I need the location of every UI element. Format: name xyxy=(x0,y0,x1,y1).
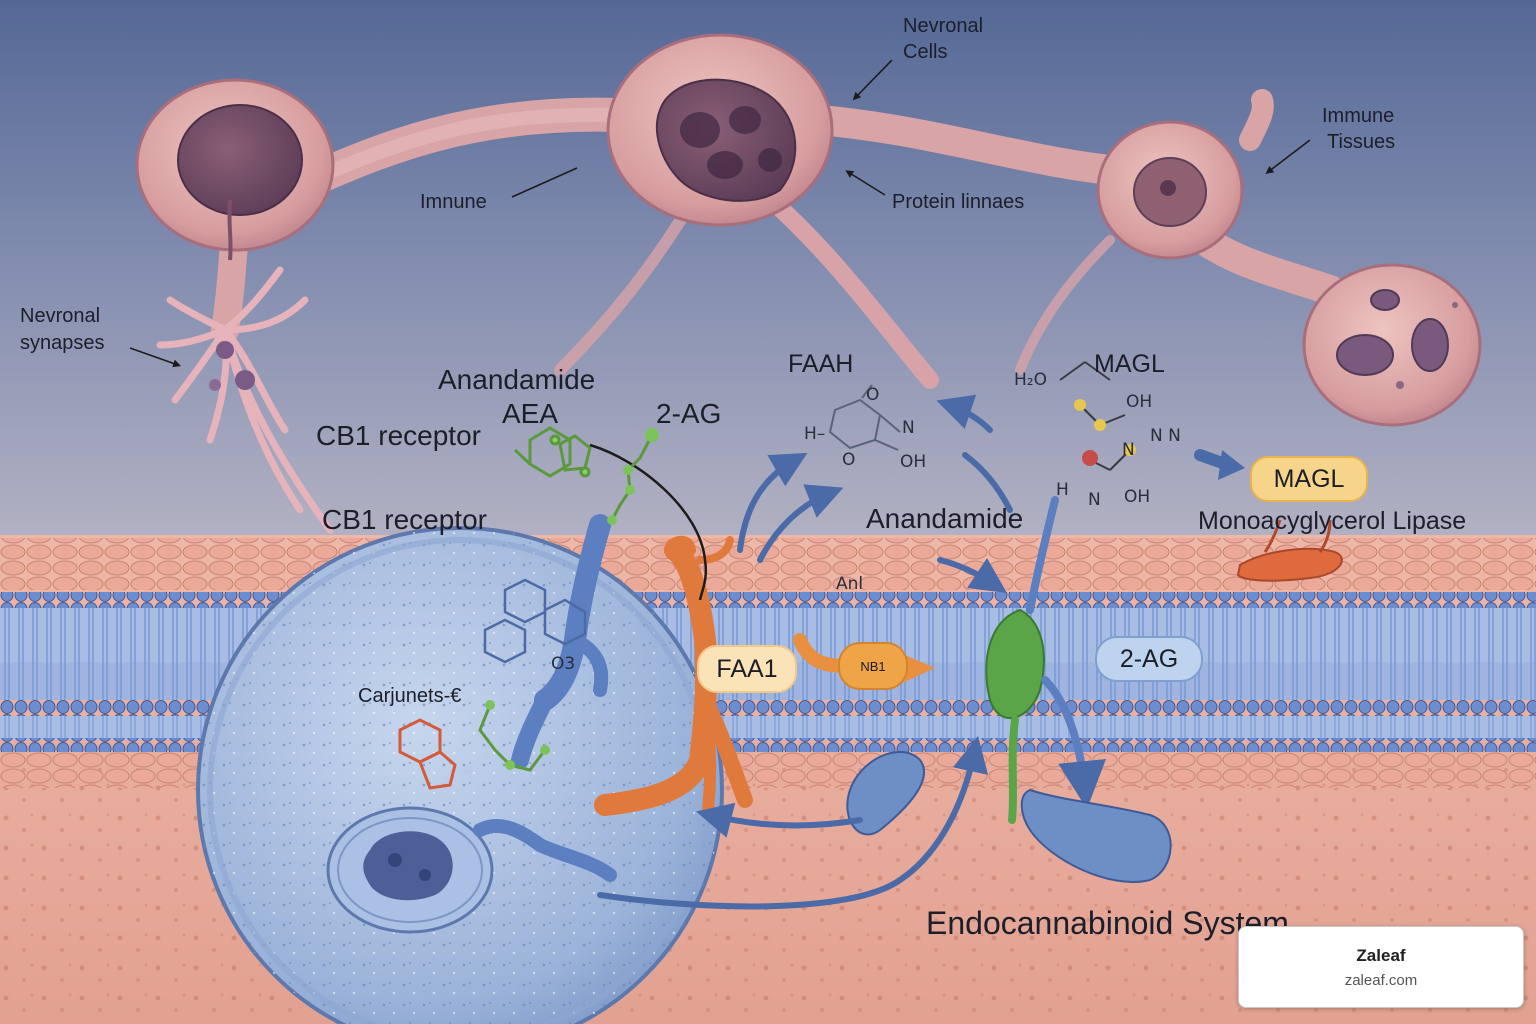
watermark-badge: Zaleaf zaleaf.com xyxy=(1238,926,1524,1008)
label-immune-tissues-line2: Tissues xyxy=(1327,131,1396,153)
chem-faah-o-bottom: O xyxy=(842,450,856,470)
label-anandamide: Anandamide xyxy=(438,364,596,395)
faa1-protein xyxy=(594,535,753,816)
chem-faah-h: H– xyxy=(804,424,826,444)
green-channel-protein xyxy=(985,496,1107,824)
ligand-molecules xyxy=(483,578,587,664)
chem-faah-o-top: O xyxy=(866,385,880,405)
two-ag-molecule xyxy=(607,428,659,525)
label-immune: Imnune xyxy=(420,191,487,213)
chem-magl-n2: N xyxy=(1088,490,1101,510)
red-molecule xyxy=(398,718,457,790)
vesicle-shapes xyxy=(473,750,1172,883)
watermark-url: zaleaf.com xyxy=(1344,971,1418,989)
label-endocannabinoid-system: Endocannabinoid System xyxy=(926,905,1289,941)
neuron-cell-right xyxy=(1096,120,1244,260)
magl-enzyme xyxy=(1236,519,1343,582)
neuron-cell-left xyxy=(135,78,335,261)
chem-magl-nn: N N xyxy=(1150,426,1181,446)
leader-lines xyxy=(129,59,1311,368)
chem-o3: O3 xyxy=(551,654,576,674)
label-immune-tissues-line1: Immune xyxy=(1322,105,1395,127)
label-two-ag-top: 2-AG xyxy=(656,398,722,429)
chem-magl-h2o: H₂O xyxy=(1014,370,1047,390)
label-neuronal-synapses-line2: synapses xyxy=(20,332,105,354)
magl-arrowhead xyxy=(1218,450,1245,480)
neuron-cell-center xyxy=(606,33,834,227)
pill-two-ag: 2-AG xyxy=(1095,636,1203,682)
label-magl-top: MAGL xyxy=(1094,350,1165,378)
pill-magl: MAGL xyxy=(1250,456,1368,502)
chem-magl-oh-top: OH xyxy=(1126,392,1153,412)
chem-magl-h: H xyxy=(1056,480,1069,500)
faah-molecule xyxy=(828,384,901,451)
blue-cell xyxy=(196,526,724,1024)
label-aea: AEA xyxy=(502,398,559,429)
label-neuronal-cells-line1: Nevronal xyxy=(903,15,984,37)
label-neuronal-synapses-line1: Nevronal xyxy=(20,305,101,327)
watermark-title: Zaleaf xyxy=(1356,945,1406,965)
label-cb1-receptor-lower: CB1 receptor xyxy=(322,504,487,535)
chem-magl-n: N xyxy=(1122,440,1135,460)
chem-anl: Anl xyxy=(836,574,864,594)
pill-nb1: NB1 xyxy=(838,642,908,690)
immune-cell xyxy=(1302,263,1482,427)
green-small-molecule xyxy=(463,700,550,775)
pill-faa1: FAA1 xyxy=(697,645,797,693)
chem-magl-oh-bottom: OH xyxy=(1124,487,1151,507)
flow-arrows xyxy=(597,394,1013,910)
chem-faah-n: N xyxy=(902,418,915,438)
signal-line xyxy=(589,443,708,601)
magl-atoms xyxy=(1074,399,1136,466)
aea-molecule xyxy=(513,426,592,478)
label-monoacylglycerol-lipase: Monoacyglycerol Lipase xyxy=(1198,507,1467,535)
label-protein-kinases: Protein linnaes xyxy=(892,191,1025,213)
label-faah: FAAH xyxy=(788,350,854,378)
label-neuronal-cells-line2: Cells xyxy=(903,41,948,63)
label-carjunets: Carjunets-€ xyxy=(358,685,462,707)
synapse-vesicles xyxy=(209,341,255,391)
label-cb1-receptor-upper: CB1 receptor xyxy=(316,420,481,451)
label-anandamide-right: Anandamide xyxy=(866,503,1024,534)
cell-nucleus xyxy=(326,806,494,934)
chem-faah-oh: OH xyxy=(900,452,927,472)
